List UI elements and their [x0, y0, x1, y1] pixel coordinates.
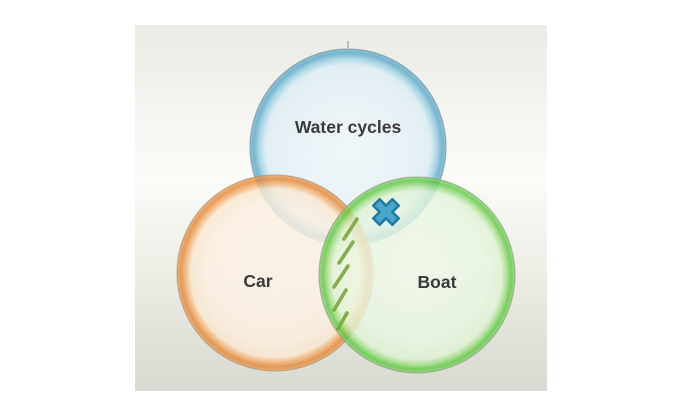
hatch-lines	[332, 217, 359, 331]
venn-diagram-panel: Water cycles Car Boat	[135, 25, 547, 391]
set-circle-boat	[318, 176, 516, 374]
label-water-cycles: Water cycles	[295, 117, 402, 137]
label-boat: Boat	[418, 272, 457, 292]
label-car: Car	[243, 271, 272, 291]
x-marker-icon	[371, 197, 401, 227]
venn-diagram: Water cycles Car Boat	[176, 41, 516, 374]
